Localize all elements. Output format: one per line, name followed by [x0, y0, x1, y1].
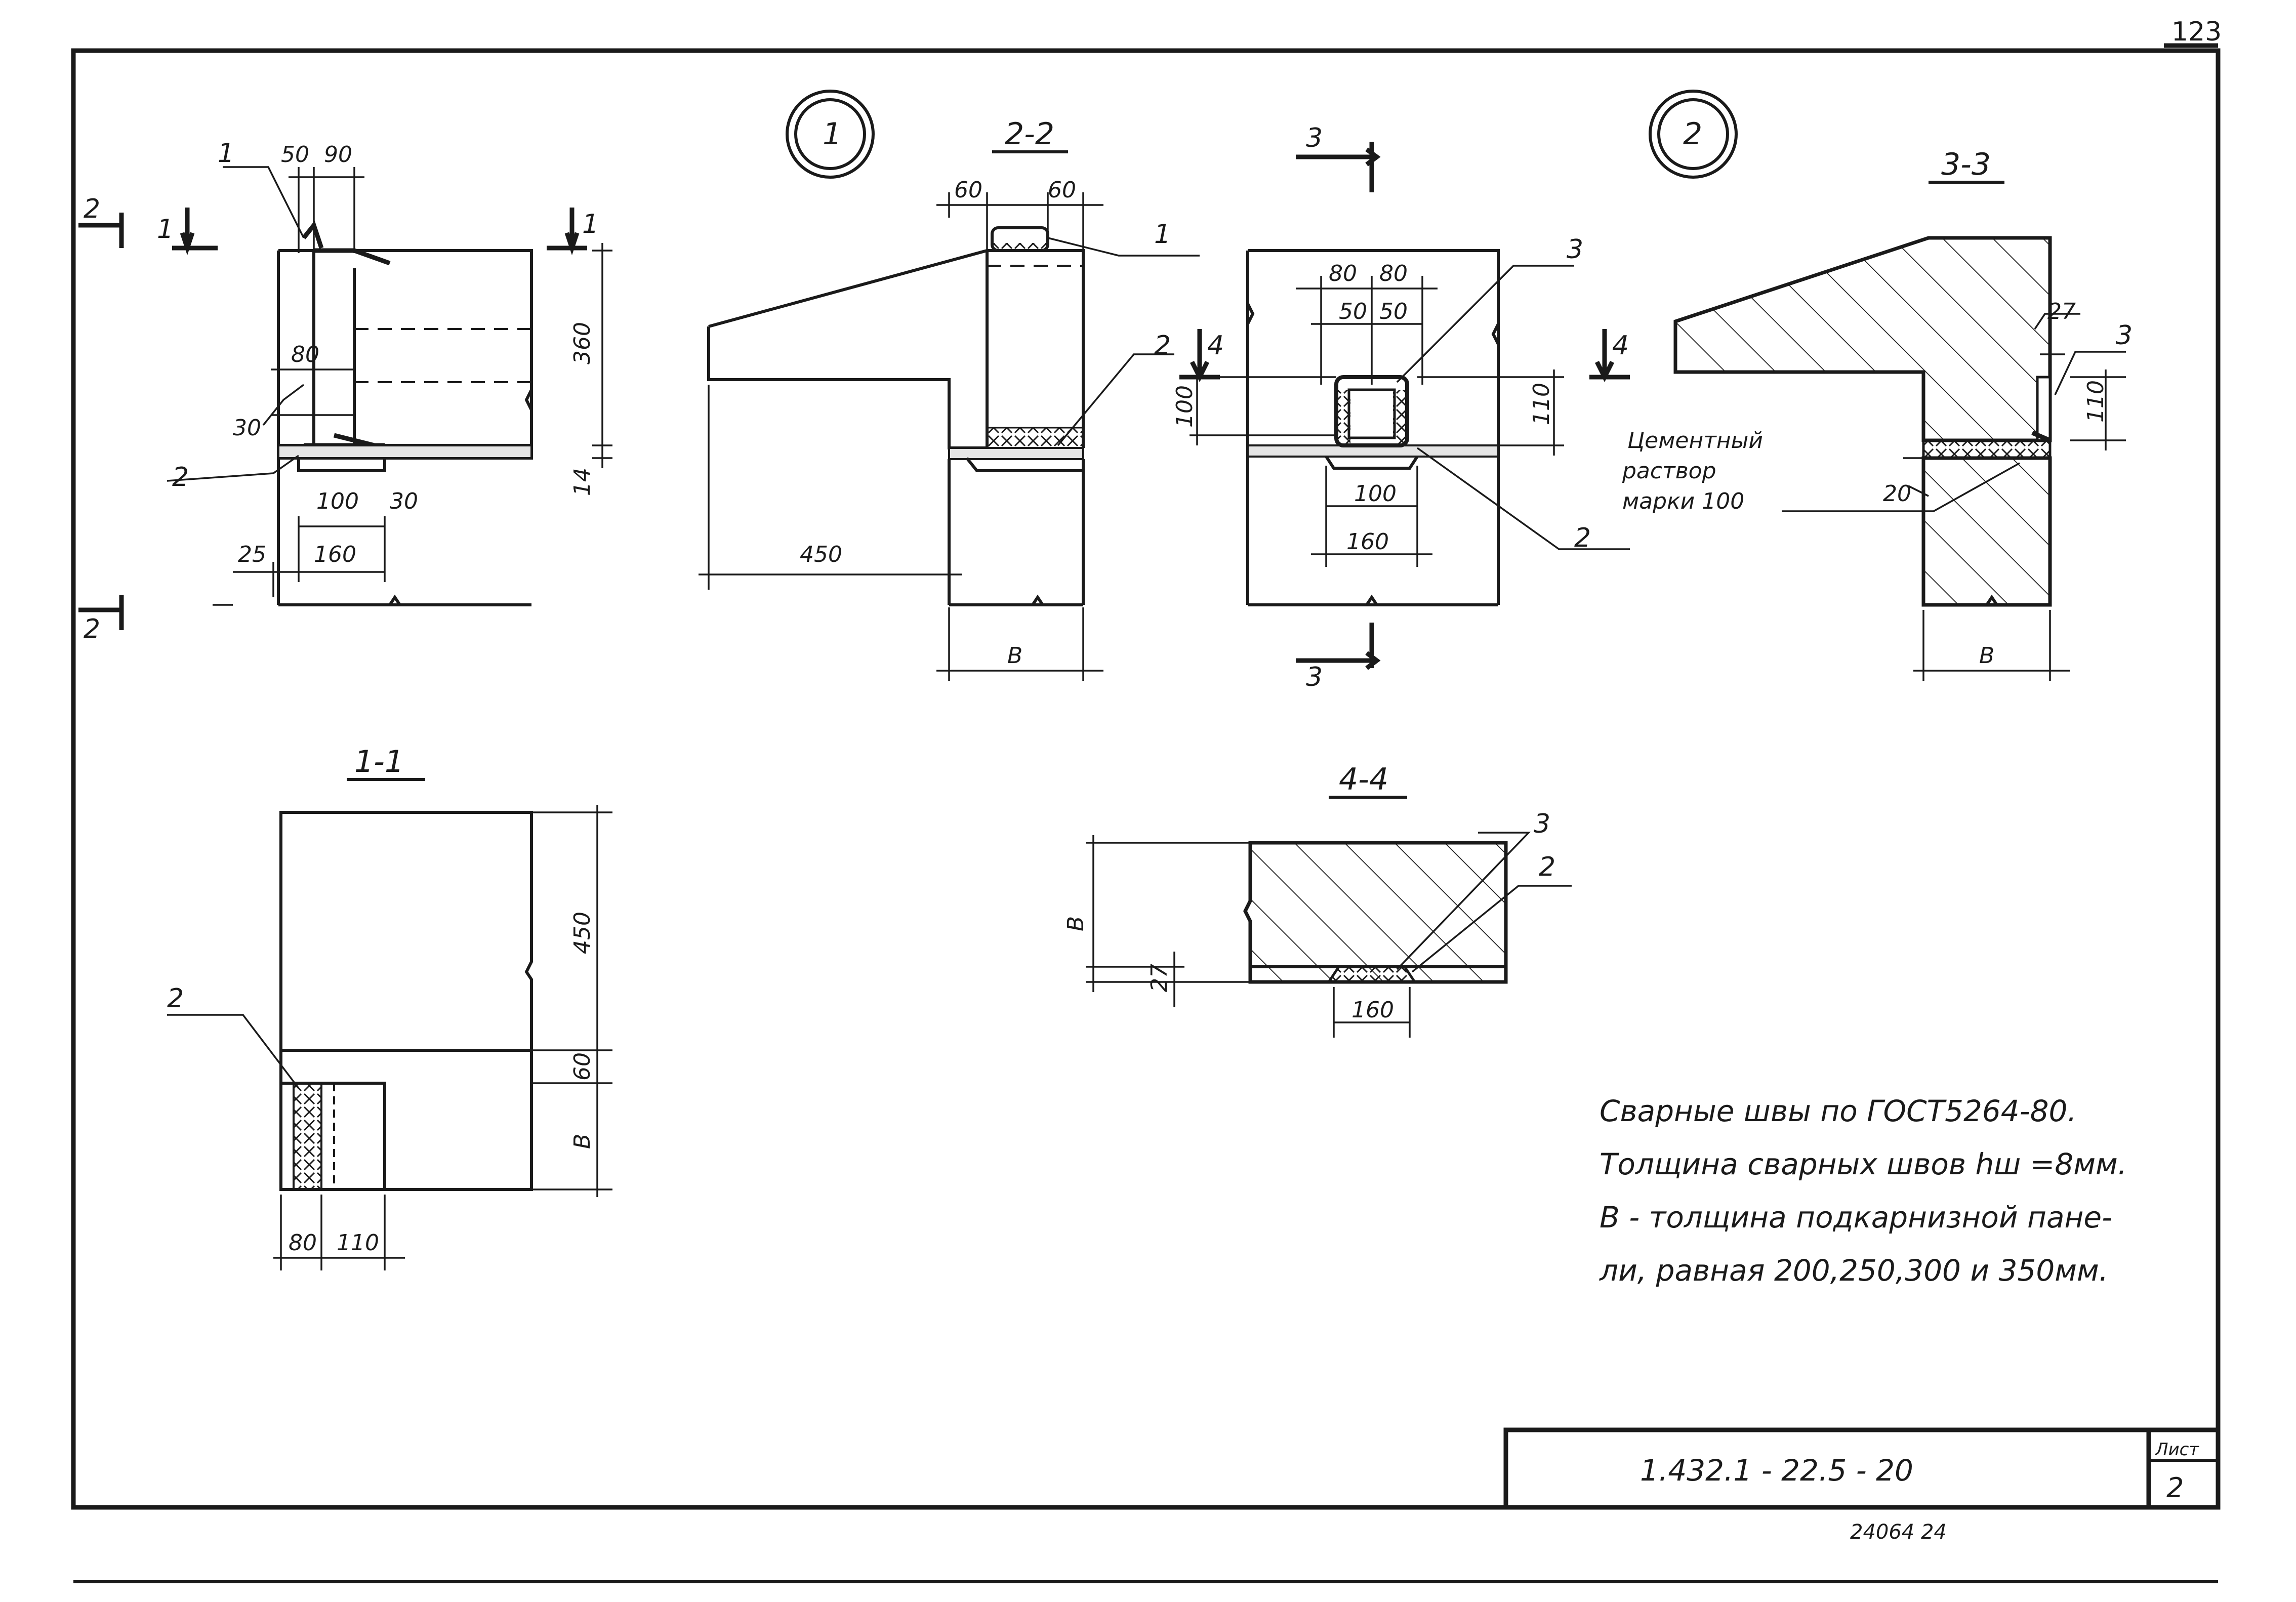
dim-50-b: 50 — [1379, 299, 1408, 324]
dim-B-s44: В — [1063, 916, 1089, 931]
cut-marks-node1 — [78, 208, 587, 630]
dim-80-a: 80 — [1329, 261, 1357, 286]
cut-mark-2-bottom: 2 — [84, 614, 100, 644]
mortar-label-line1: Цементный — [1627, 428, 1763, 454]
mark-2-node2: 2 — [1574, 523, 1591, 553]
dim-100: 100 — [316, 488, 359, 514]
section-4-4-title: 4-4 — [1339, 762, 1388, 797]
mark-2-s44: 2 — [1539, 852, 1555, 882]
mark-2-node1: 2 — [172, 462, 189, 492]
sheet-label: Лист — [2154, 1440, 2199, 1460]
document-code: 1.432.1 - 22.5 - 20 — [1640, 1453, 1913, 1488]
dim-160: 160 — [314, 542, 356, 567]
sheet-number: 2 — [2166, 1472, 2184, 1504]
dim-80: 80 — [291, 342, 319, 367]
cut-mark-3-top: 3 — [1306, 123, 1323, 153]
mark-1-node1: 1 — [218, 138, 234, 169]
cut-mark-4-right: 4 — [1612, 331, 1629, 361]
archive-number: 24064 24 — [1850, 1521, 1947, 1544]
node-1-elevation — [167, 166, 612, 606]
section-3-3 — [1673, 236, 2126, 681]
cut-mark-4-left: 4 — [1207, 331, 1224, 361]
dim-50-a: 50 — [1339, 299, 1367, 324]
note-line-1: Сварные швы по ГОСТ5264-80. — [1600, 1094, 2077, 1128]
dim-27-s44: 27 — [1146, 964, 1172, 992]
dim-110-s11: 110 — [337, 1230, 379, 1256]
mark-2-s11: 2 — [167, 983, 184, 1014]
mortar-label-line2: раствор — [1622, 458, 1716, 484]
sheet-corner-number: 123 — [2171, 17, 2222, 47]
dim-110-s33: 110 — [2083, 380, 2109, 423]
dim-60-s11: 60 — [569, 1052, 595, 1081]
dim-27-s33: 27 — [2047, 299, 2076, 324]
dim-20-s33: 20 — [1883, 481, 1911, 507]
dim-110-v: 110 — [1529, 383, 1554, 425]
mortar-label-line3: марки 100 — [1622, 488, 1744, 514]
dim-60-a: 60 — [954, 177, 982, 203]
mark-3-s33: 3 — [2116, 320, 2133, 351]
mark-3-s44: 3 — [1534, 809, 1550, 839]
mark-2-s22: 2 — [1154, 331, 1171, 361]
section-1-1-title: 1-1 — [354, 744, 404, 779]
dim-30b: 30 — [390, 488, 418, 514]
drawing-frame: 1 2 3 — [71, 17, 2222, 1583]
node-2-bubble — [1649, 90, 1738, 179]
cut-mark-1-right: 1 — [582, 209, 599, 239]
node-1-bubble — [786, 90, 875, 179]
dim-160-s44: 160 — [1351, 997, 1394, 1023]
dim-B-2-2: В — [1007, 643, 1022, 669]
notes: Сварные швы по ГОСТ5264-80. Толщина свар… — [1599, 1094, 2127, 1288]
dim-80-s11: 80 — [289, 1230, 317, 1256]
node-2-elevation — [1179, 142, 1630, 670]
dim-160-h: 160 — [1346, 529, 1389, 555]
note-line-4: ли, равная 200,250,300 и 350мм. — [1599, 1253, 2108, 1288]
cut-mark-3-bottom: 3 — [1306, 662, 1323, 692]
dim-360: 360 — [569, 322, 595, 364]
note-line-2: Толщина сварных швов hш =8мм. — [1600, 1147, 2127, 1181]
mark-1-s22: 1 — [1154, 219, 1171, 250]
dim-25: 25 — [238, 542, 266, 567]
cut-mark-1-left: 1 — [157, 214, 174, 244]
section-3-3-title: 3-3 — [1941, 147, 1991, 182]
cut-mark-2-top: 2 — [84, 194, 100, 224]
dim-14: 14 — [569, 468, 595, 496]
mark-3-node2: 3 — [1567, 234, 1583, 265]
dim-50: 50 — [281, 142, 309, 168]
dim-450-s11: 450 — [569, 912, 595, 954]
dim-30: 30 — [233, 415, 261, 441]
dim-80-b: 80 — [1379, 261, 1408, 286]
node-1-label: 1 — [823, 116, 842, 152]
note-line-3: В - толщина подкарнизной пане- — [1600, 1200, 2112, 1235]
dim-B-s33: В — [1979, 643, 1994, 669]
dim-100-v: 100 — [1172, 385, 1198, 428]
dim-100-h: 100 — [1354, 481, 1397, 507]
dim-60-b: 60 — [1048, 177, 1076, 203]
dim-B-s11: В — [569, 1134, 595, 1149]
section-1-1 — [167, 805, 612, 1270]
dim-450: 450 — [800, 542, 842, 567]
section-4-4 — [1086, 832, 1572, 1038]
node-2-label: 2 — [1683, 116, 1702, 152]
dim-90: 90 — [324, 142, 352, 168]
section-2-2 — [699, 192, 1200, 681]
section-2-2-title: 2-2 — [1005, 116, 1054, 152]
title-block: 1.432.1 - 22.5 - 20 Лист 2 24064 24 — [1503, 1427, 2221, 1544]
